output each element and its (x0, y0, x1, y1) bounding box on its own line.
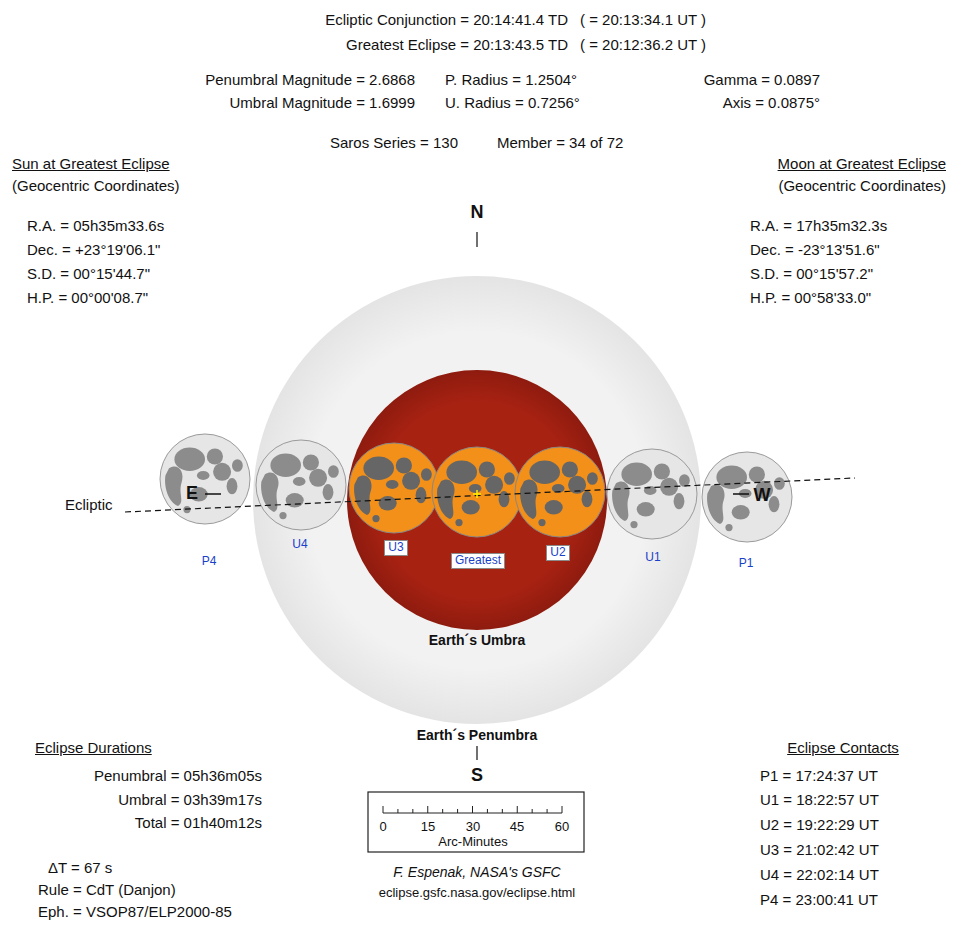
text-label: S.D. = 00°15'44.7" (27, 265, 150, 282)
scale-tick (517, 806, 518, 813)
text-label: Arc-Minutes (438, 835, 507, 850)
text-label: ΔT = 67 s (48, 859, 112, 876)
text-label: U1 = 18:22:57 UT (760, 791, 879, 808)
text-label: eclipse.gsfc.nasa.gov/eclipse.html (379, 886, 576, 901)
text-label: P1 = 17:24:37 UT (760, 767, 878, 784)
text-label: Saros Series = 130 (330, 134, 458, 151)
text-label: 60 (555, 820, 569, 835)
scale-tick (532, 809, 533, 813)
text-label: Eph. = VSOP87/ELP2000-85 (38, 903, 232, 920)
text-label: 30 (466, 820, 480, 835)
text-label: Moon at Greatest Eclipse (778, 155, 946, 172)
text-label: Member = 34 of 72 (497, 134, 623, 151)
scale-tick (502, 809, 503, 813)
text-label: Total = 01h40m12s (135, 814, 262, 831)
text-label: Axis = 0.0875° (723, 94, 820, 111)
text-label: Eclipse Contacts (787, 739, 899, 756)
scale-tick (562, 806, 563, 813)
region-label: Earth´s Penumbra (417, 727, 538, 743)
text-label: P. Radius = 1.2504° (445, 71, 577, 88)
text-label: (Geocentric Coordinates) (12, 177, 180, 194)
text-label: U4 (292, 538, 307, 552)
text-label: U2 = 19:22:29 UT (760, 816, 879, 833)
text-label: 15 (421, 820, 435, 835)
text-label: R.A. = 17h35m32.3s (750, 217, 887, 234)
text-label: P1 (739, 557, 754, 571)
text-label: R.A. = 05h35m33.6s (27, 217, 164, 234)
scale-tick (547, 809, 548, 813)
text-label: U. Radius = 0.7256° (445, 94, 580, 111)
text-label: U4 = 22:02:14 UT (760, 866, 879, 883)
text-label: Dec. = -23°13'51.6" (750, 241, 880, 258)
text-label: ( = 20:13:34.1 UT ) (580, 11, 706, 28)
text-label: Ecliptic (65, 496, 113, 513)
text-label: F. Espenak, NASA's GSFC (393, 864, 560, 880)
scale-tick (427, 806, 428, 813)
text-label: Umbral = 03h39m17s (118, 791, 262, 808)
region-label: Earth´s Umbra (429, 632, 525, 648)
text-label: Umbral Magnitude = 1.6999 (229, 94, 415, 111)
text-label: S (471, 765, 483, 786)
text-label: Greatest (451, 553, 505, 569)
scale-tick (397, 809, 398, 813)
scale-tick (442, 809, 443, 813)
text-label: U1 (645, 551, 660, 565)
text-label: W (754, 485, 771, 506)
text-label: E (186, 483, 198, 504)
text-label: H.P. = 00°00'08.7" (27, 289, 148, 306)
text-label: Sun at Greatest Eclipse (12, 155, 170, 172)
scale-tick (487, 809, 488, 813)
text-label: Eclipse Durations (35, 739, 152, 756)
scale-tick (412, 809, 413, 813)
text-label: N (471, 202, 484, 223)
text-label: Rule = CdT (Danjon) (38, 881, 176, 898)
text-label: (Geocentric Coordinates) (778, 177, 946, 194)
text-label: P4 = 23:00:41 UT (760, 891, 878, 908)
scale-tick (457, 809, 458, 813)
text-label: Greatest Eclipse = 20:13:43.5 TD (346, 36, 568, 53)
text-label: Ecliptic Conjunction = 20:14:41.4 TD (325, 11, 568, 28)
text-label: Gamma = 0.0897 (704, 71, 820, 88)
text-label: P4 (202, 555, 217, 569)
text-label: H.P. = 00°58'33.0" (750, 289, 871, 306)
text-label: 45 (510, 820, 524, 835)
text-label: U2 (546, 545, 569, 561)
text-label: Penumbral = 05h36m05s (94, 767, 262, 784)
text-label: ( = 20:12:36.2 UT ) (580, 36, 706, 53)
scale-tick (472, 806, 473, 813)
text-label: U3 (384, 540, 407, 556)
text-label: Penumbral Magnitude = 2.6868 (205, 71, 415, 88)
text-label: Dec. = +23°19'06.1" (27, 241, 160, 258)
text-label: S.D. = 00°15'57.2" (750, 265, 873, 282)
text-label: 0 (379, 820, 386, 835)
text-label: U3 = 21:02:42 UT (760, 841, 879, 858)
scale-tick (383, 806, 384, 813)
